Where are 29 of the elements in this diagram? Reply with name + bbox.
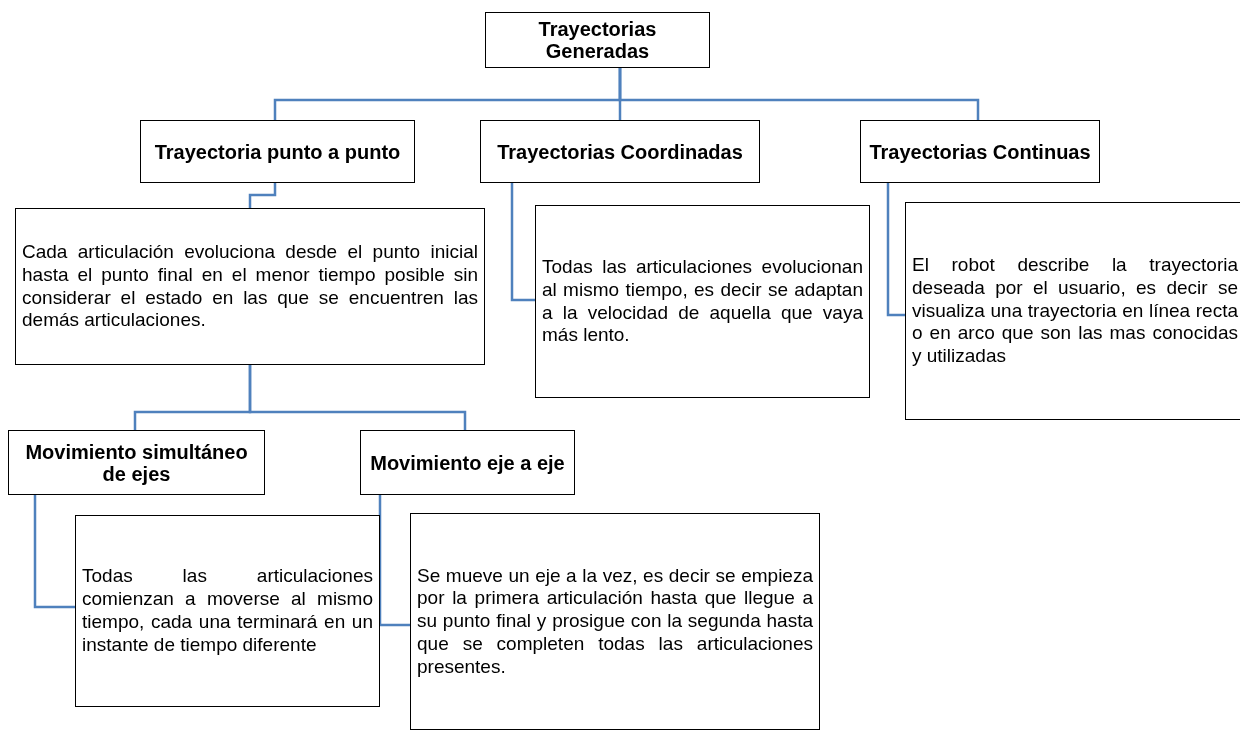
connector-line xyxy=(886,183,905,317)
box-heading: Trayectorias Generadas xyxy=(537,18,658,62)
box-text: Todas las articulaciones evolucionan al mismo tiempo, es decir se adaptan a la velocidad de aquella que vaya más lento. xyxy=(542,255,863,348)
box-text: El robot describe la trayectoria deseada por el usuario, es decir se visualiza una trayectoria en línea recta o en arco que son las mas conocidas y utilizadas xyxy=(912,254,1238,368)
heading-box xyxy=(860,120,1100,183)
text-box xyxy=(410,513,820,730)
box-heading: Trayectoria punto a punto xyxy=(154,140,401,163)
box-text: Todas las articulaciones comienzan a moverse al mismo tiempo, cada una terminará en un instante de tiempo diferente xyxy=(82,565,373,657)
connector-line xyxy=(248,183,277,208)
box-heading: Trayectorias Coordinadas xyxy=(497,140,743,163)
connector-line xyxy=(33,495,75,609)
heading-box xyxy=(8,430,265,495)
connector-line xyxy=(618,68,980,120)
heading-box xyxy=(360,430,575,495)
heading-box xyxy=(480,120,760,183)
heading-box xyxy=(485,12,710,68)
box-heading: Trayectorias Continuas xyxy=(869,140,1091,163)
heading-box xyxy=(140,120,415,183)
text-box xyxy=(15,208,485,365)
text-box xyxy=(75,515,380,707)
box-text: Se mueve un eje a la vez, es decir se empieza por la primera articulación hasta que llegue a su punto final y prosigue con la segunda hasta que se completen todas las articulaciones presentes. xyxy=(417,564,813,679)
connector-line xyxy=(510,183,535,302)
box-text: Cada articulación evoluciona desde el punto inicial hasta el punto final en el menor tiempo posible sin considerar el estado en las que se encuentren las demás articulaciones. xyxy=(22,240,478,333)
text-box xyxy=(535,205,870,398)
box-heading: Movimiento simultáneo de ejes xyxy=(24,440,249,485)
text-box xyxy=(905,202,1240,420)
connector-line xyxy=(248,365,467,430)
connector-line xyxy=(378,495,410,627)
box-heading: Movimiento eje a eje xyxy=(370,451,565,474)
